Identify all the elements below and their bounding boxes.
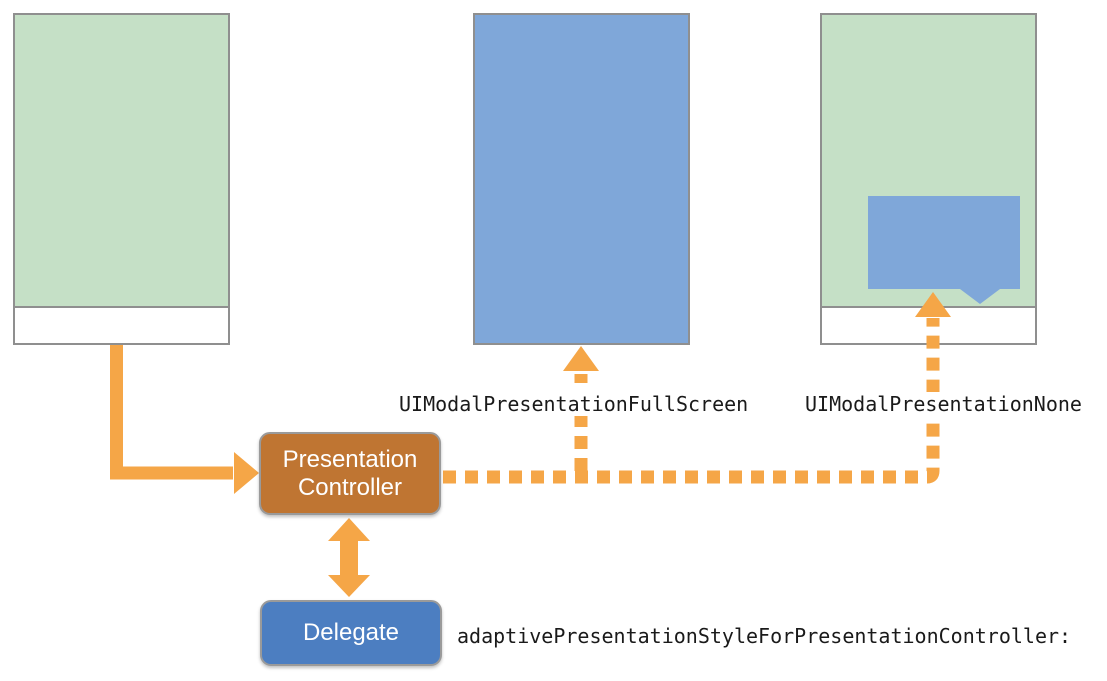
fullscreen-style-label: UIModalPresentationFullScreen — [399, 392, 749, 416]
delegate-node: Delegate — [260, 600, 442, 666]
popover-arrow-tail — [960, 289, 1000, 304]
popover-presentation-rect — [820, 13, 1037, 345]
double-headed-arrow-icon — [328, 518, 370, 597]
presenting-view-rect — [13, 13, 230, 345]
delegate-method-label: adaptivePresentationStyleForPresentation… — [457, 624, 1072, 648]
dashed-arrow-popover-icon — [443, 292, 951, 484]
solid-elbow-arrow-icon — [110, 345, 259, 494]
dashed-arrow-fullscreen-icon — [563, 346, 599, 471]
presenting-view-screen — [15, 15, 228, 308]
fullscreen-presented-view — [475, 15, 688, 343]
presentation-controller-node: Presentation Controller — [259, 432, 441, 515]
delegate-label: Delegate — [302, 619, 400, 646]
presentation-controller-label: Presentation Controller — [282, 445, 418, 501]
popover-view — [868, 196, 1020, 289]
fullscreen-presentation-rect — [473, 13, 690, 345]
none-style-label: UIModalPresentationNone — [805, 392, 1082, 416]
